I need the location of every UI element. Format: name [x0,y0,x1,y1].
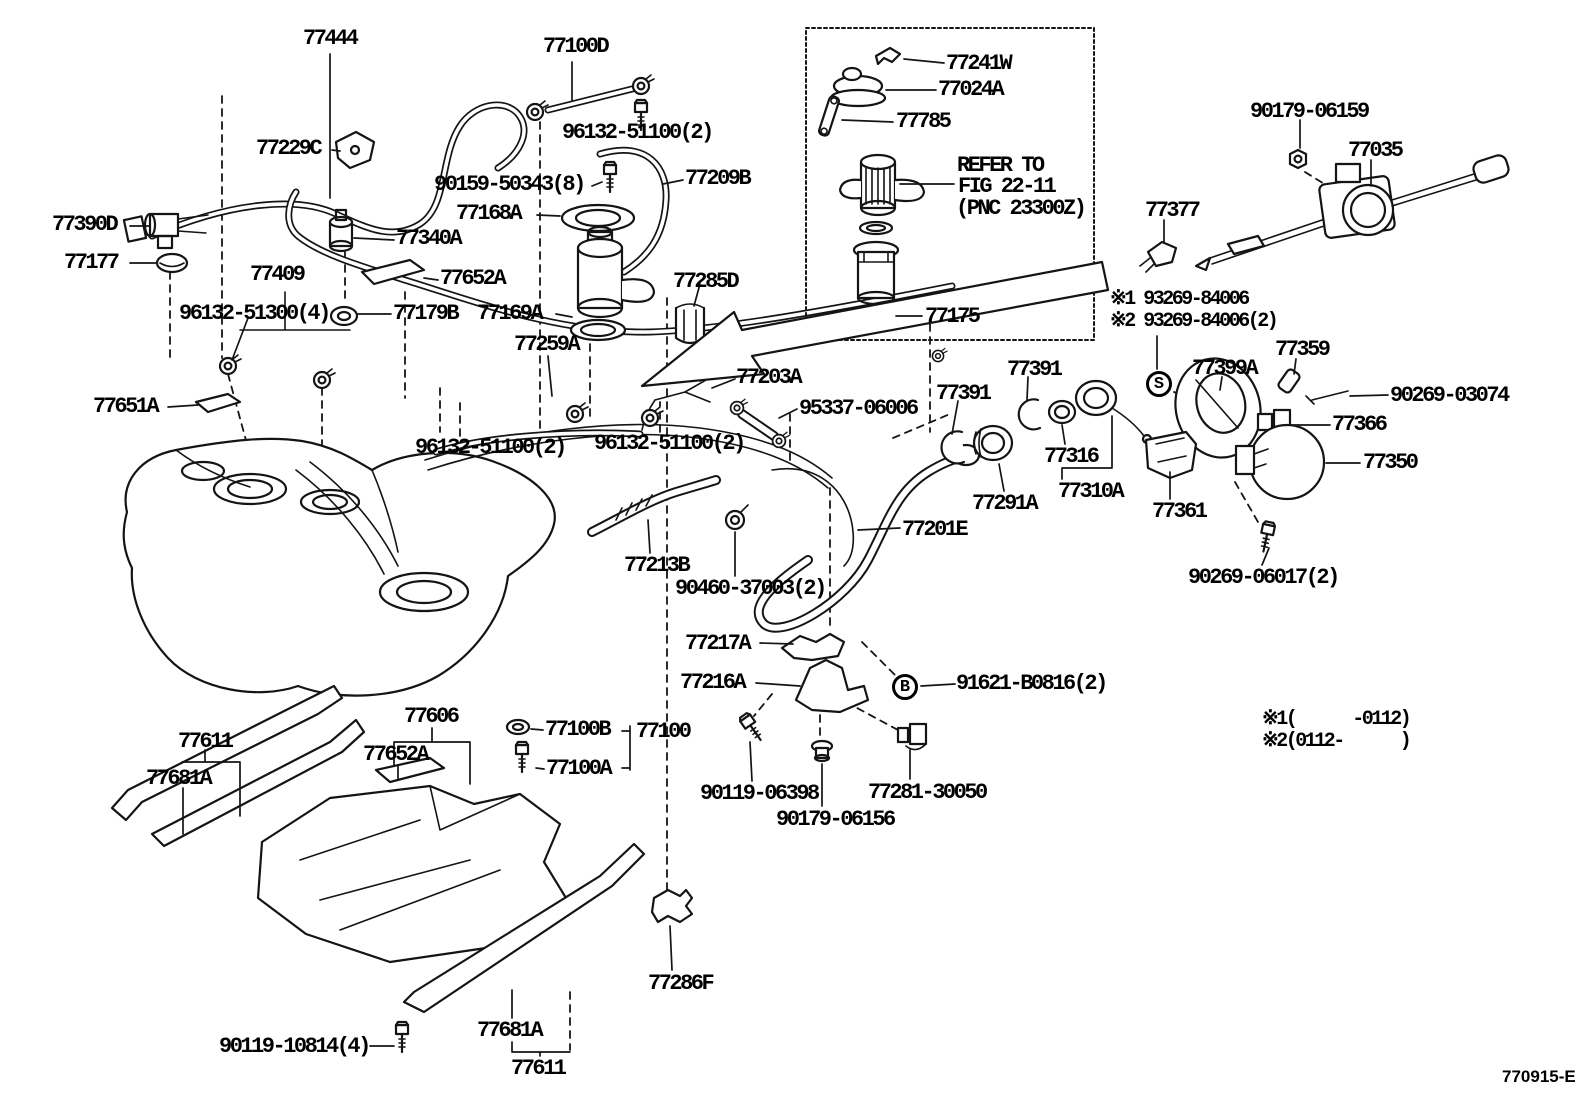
part-label-77169A: 77169A [477,301,544,326]
part-label-90269-03074: 90269-03074 [1390,383,1510,408]
callout-circle-b: B [892,674,918,700]
callout-circle-s: S [1146,371,1172,397]
part-label-77203A: 77203A [736,365,803,390]
part-label-77100D: 77100D [543,34,610,59]
part-label-77179B: 77179B [393,301,460,326]
part-label-77177: 77177 [64,250,120,275]
part-label-77611-lower: 77611 [511,1056,567,1081]
part-label-77390D: 77390D [52,212,119,237]
part-label-77611-upper: 77611 [178,729,234,754]
part-label-77391-left: 77391 [936,381,992,406]
legend-line-1: ※1( -0112) [1262,708,1412,731]
part-label-90179-06156: 90179-06156 [776,807,896,832]
part-label-77606: 77606 [404,704,460,729]
part-label-90159-50343: 90159-50343(8) [434,172,586,197]
part-label-77024A: 77024A [938,77,1005,102]
part-label-77100B: 77100B [545,717,612,742]
part-label-77168A: 77168A [456,201,523,226]
part-label-77681A-lower: 77681A [477,1018,544,1043]
part-label-77359: 77359 [1275,337,1331,362]
part-label-90179-06159: 90179-06159 [1250,99,1370,124]
part-label-77361: 77361 [1152,499,1208,524]
part-label-77281-30050: 77281-30050 [868,780,988,805]
part-label-77377: 77377 [1145,198,1201,223]
part-label-77175: 77175 [925,304,981,329]
part-label-77785: 77785 [896,109,952,134]
part-label-77350: 77350 [1363,450,1419,475]
part-label-77310A: 77310A [1058,479,1125,504]
part-label-96132-51100-top: 96132-51100(2) [562,120,714,145]
part-label-90269-06017: 90269-06017(2) [1188,565,1340,590]
part-label-90119-06398: 90119-06398 [700,781,820,806]
refer-note-line2: FIG 22-11 [958,174,1057,199]
part-label-77216A: 77216A [680,670,747,695]
part-label-77213B: 77213B [624,553,691,578]
part-label-77241W: 77241W [946,51,1013,76]
part-label-77444: 77444 [303,26,359,51]
part-label-77316: 77316 [1044,444,1100,469]
part-label-77217A: 77217A [685,631,752,656]
part-label-77286F: 77286F [648,971,715,996]
part-label-95337-06006: 95337-06006 [799,396,919,421]
drawing-number: 770915-E [1502,1067,1576,1086]
part-label-77651A: 77651A [93,394,160,419]
part-label-90460-37003: 90460-37003(2) [675,576,827,601]
refer-note-line1: REFER TO [957,153,1045,178]
part-label-77285D: 77285D [673,269,740,294]
part-label-77035: 77035 [1348,138,1404,163]
part-label-77399A: 77399A [1192,356,1259,381]
part-label-77652A-lower: 77652A [363,742,430,767]
note-93269-84006-1: ※1 93269-84006 [1110,288,1250,311]
part-label-77340A: 77340A [396,226,463,251]
part-label-77100: 77100 [636,719,692,744]
part-label-96132-51100-left: 96132-51100(2) [415,435,567,460]
part-label-90119-10814: 90119-10814(4) [219,1034,371,1059]
part-label-77259A: 77259A [514,332,581,357]
part-label-77229C: 77229C [256,136,323,161]
part-label-77409: 77409 [250,262,306,287]
callout-s-letter: S [1153,374,1165,394]
note-93269-84006-2: ※2 93269-84006(2) [1110,310,1279,333]
part-label-96132-51300: 96132-51300(4) [179,301,331,326]
part-label-77291A: 77291A [972,491,1039,516]
refer-note-line3: (PNC 23300Z) [956,196,1087,221]
part-label-77681A-upper: 77681A [146,766,213,791]
callout-b-letter: B [899,677,911,697]
part-label-77201E: 77201E [902,517,969,542]
part-label-77209B: 77209B [685,166,752,191]
part-label-77652A-upper: 77652A [440,266,507,291]
part-label-77391-right: 77391 [1007,357,1063,382]
part-label-96132-51100-right: 96132-51100(2) [594,431,746,456]
part-label-77100A: 77100A [546,756,613,781]
part-label-77366: 77366 [1332,412,1388,437]
legend-line-2: ※2(0112- ) [1262,730,1412,753]
part-label-91621-B0816: 91621-B0816(2) [956,671,1108,696]
